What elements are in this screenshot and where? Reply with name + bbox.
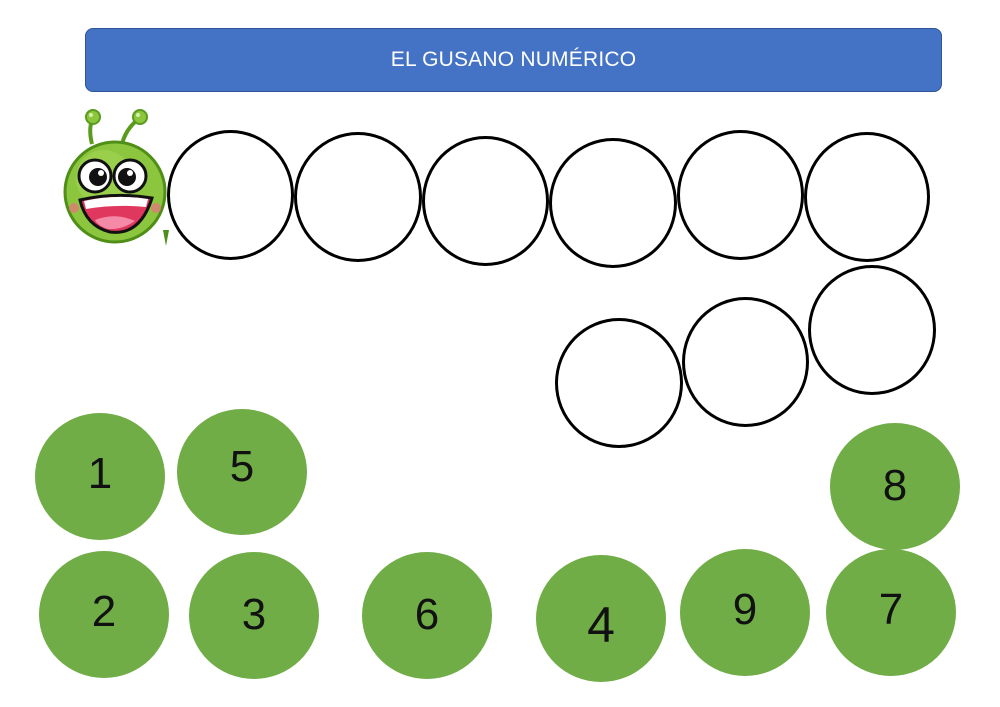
number-tile[interactable]: 2	[39, 551, 169, 678]
body-slot-3[interactable]	[422, 136, 549, 266]
body-slot-4[interactable]	[549, 138, 677, 268]
number-tile[interactable]: 5	[177, 409, 307, 535]
number-tile-label: 5	[229, 442, 255, 491]
number-tile[interactable]: 8	[830, 423, 960, 550]
number-tile-label: 2	[91, 587, 117, 636]
body-slot-1[interactable]	[167, 130, 294, 260]
body-slot-6[interactable]	[804, 132, 930, 262]
caterpillar-head-icon	[63, 109, 169, 246]
number-tile-label: 4	[587, 597, 615, 653]
number-tile[interactable]: 1	[35, 413, 165, 540]
body-slot-8[interactable]	[682, 297, 809, 427]
number-tile[interactable]: 6	[362, 552, 492, 679]
number-tile[interactable]: 9	[680, 549, 810, 676]
number-tile-label: 3	[241, 590, 267, 639]
number-tile-label: 8	[882, 461, 908, 510]
body-slot-5[interactable]	[677, 130, 804, 260]
title-bar: EL GUSANO NUMÉRICO	[85, 28, 942, 92]
number-tile[interactable]: 3	[189, 552, 319, 679]
body-slot-2[interactable]	[294, 132, 422, 262]
number-tile[interactable]: 7	[826, 549, 956, 676]
number-tile-label: 6	[414, 590, 440, 639]
page-title: EL GUSANO NUMÉRICO	[390, 48, 637, 71]
number-tile-label: 1	[87, 449, 113, 498]
body-slot-9[interactable]	[555, 318, 683, 448]
number-tile-label: 9	[732, 585, 758, 634]
number-tile-label: 7	[878, 585, 904, 634]
body-slot-7[interactable]	[808, 265, 936, 395]
number-tile[interactable]: 4	[536, 555, 666, 682]
